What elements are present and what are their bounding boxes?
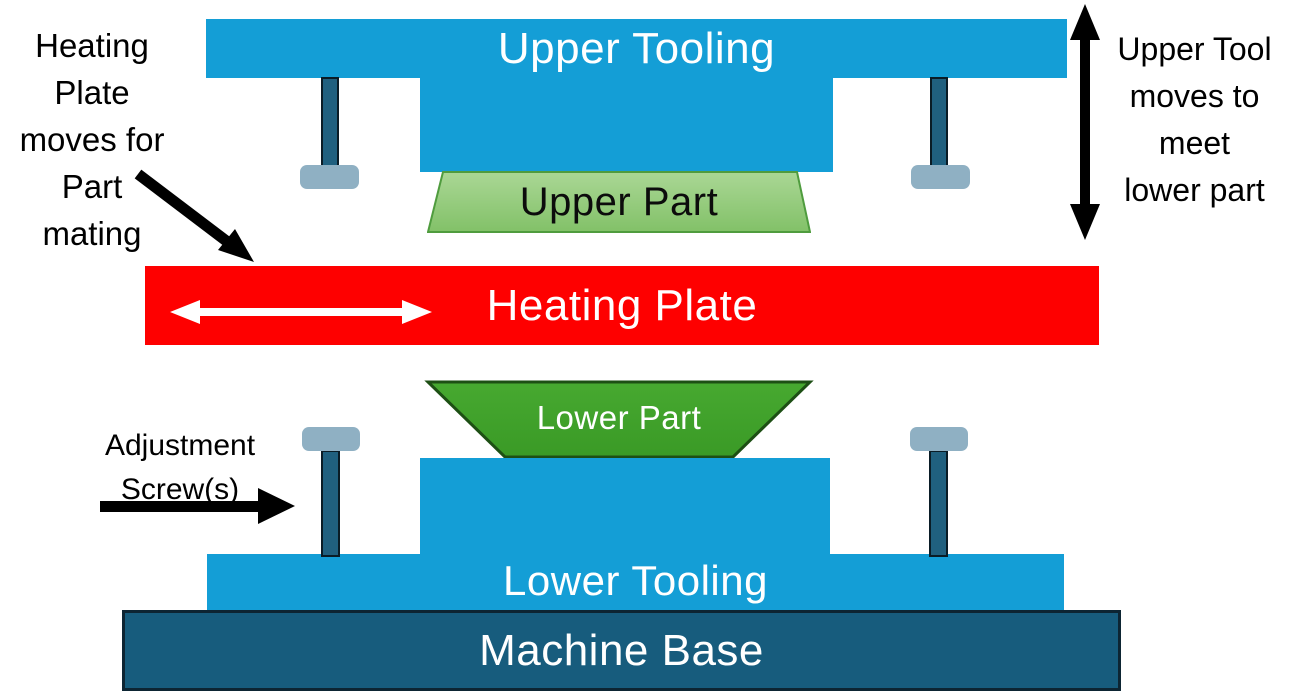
annotation-line: moves for bbox=[19, 121, 165, 158]
vertical-double-arrow-icon bbox=[1070, 4, 1100, 240]
annotation-line: Part bbox=[61, 168, 123, 205]
right-arrow-icon bbox=[100, 488, 295, 524]
screw-shaft bbox=[321, 450, 340, 557]
annotation-upper-tool-motion: Upper Tool moves to meet lower part bbox=[1098, 26, 1291, 214]
annotation-line: Upper Tool bbox=[1117, 31, 1272, 67]
annotation-adjustment-screws: Adjustment Screw(s) bbox=[85, 424, 275, 512]
annotation-line: meet bbox=[1158, 125, 1231, 161]
machine-base bbox=[122, 610, 1121, 691]
lower-part-label: Lower Part bbox=[536, 399, 702, 436]
diagonal-arrow-icon bbox=[134, 169, 254, 262]
upper-tooling-block bbox=[420, 78, 833, 172]
screw-cap bbox=[911, 165, 970, 189]
lower-tooling-bar bbox=[207, 554, 1064, 611]
heating-plate bbox=[145, 266, 1099, 345]
lower-tooling-block bbox=[420, 458, 830, 555]
screw-cap bbox=[302, 427, 360, 451]
lower-part-shape bbox=[424, 380, 814, 459]
annotation-line: lower part bbox=[1124, 172, 1265, 208]
screw-shaft bbox=[929, 450, 948, 557]
screw-cap bbox=[300, 165, 359, 189]
heating-plate-label: Heating Plate bbox=[486, 280, 758, 330]
horizontal-double-arrow-icon bbox=[170, 300, 432, 324]
annotation-line: Screw(s) bbox=[120, 473, 240, 506]
screw-shaft bbox=[930, 77, 948, 167]
annotation-line: Heating bbox=[35, 27, 149, 64]
upper-tooling-bar bbox=[206, 19, 1067, 78]
annotation-line: mating bbox=[42, 215, 142, 252]
annotation-heating-plate-motion: Heating Plate moves for Part mating bbox=[2, 22, 182, 257]
annotation-line: Plate bbox=[54, 74, 130, 111]
lower-tooling-label: Lower Tooling bbox=[503, 557, 768, 604]
machine-base-label: Machine Base bbox=[479, 625, 764, 675]
screw-shaft bbox=[321, 77, 339, 167]
annotation-line: Adjustment bbox=[104, 429, 256, 462]
screw-cap bbox=[910, 427, 968, 451]
annotation-line: moves to bbox=[1129, 78, 1260, 114]
upper-tooling-label: Upper Tooling bbox=[497, 23, 776, 73]
upper-part-shape bbox=[427, 171, 811, 233]
upper-part-label: Upper Part bbox=[519, 179, 719, 224]
